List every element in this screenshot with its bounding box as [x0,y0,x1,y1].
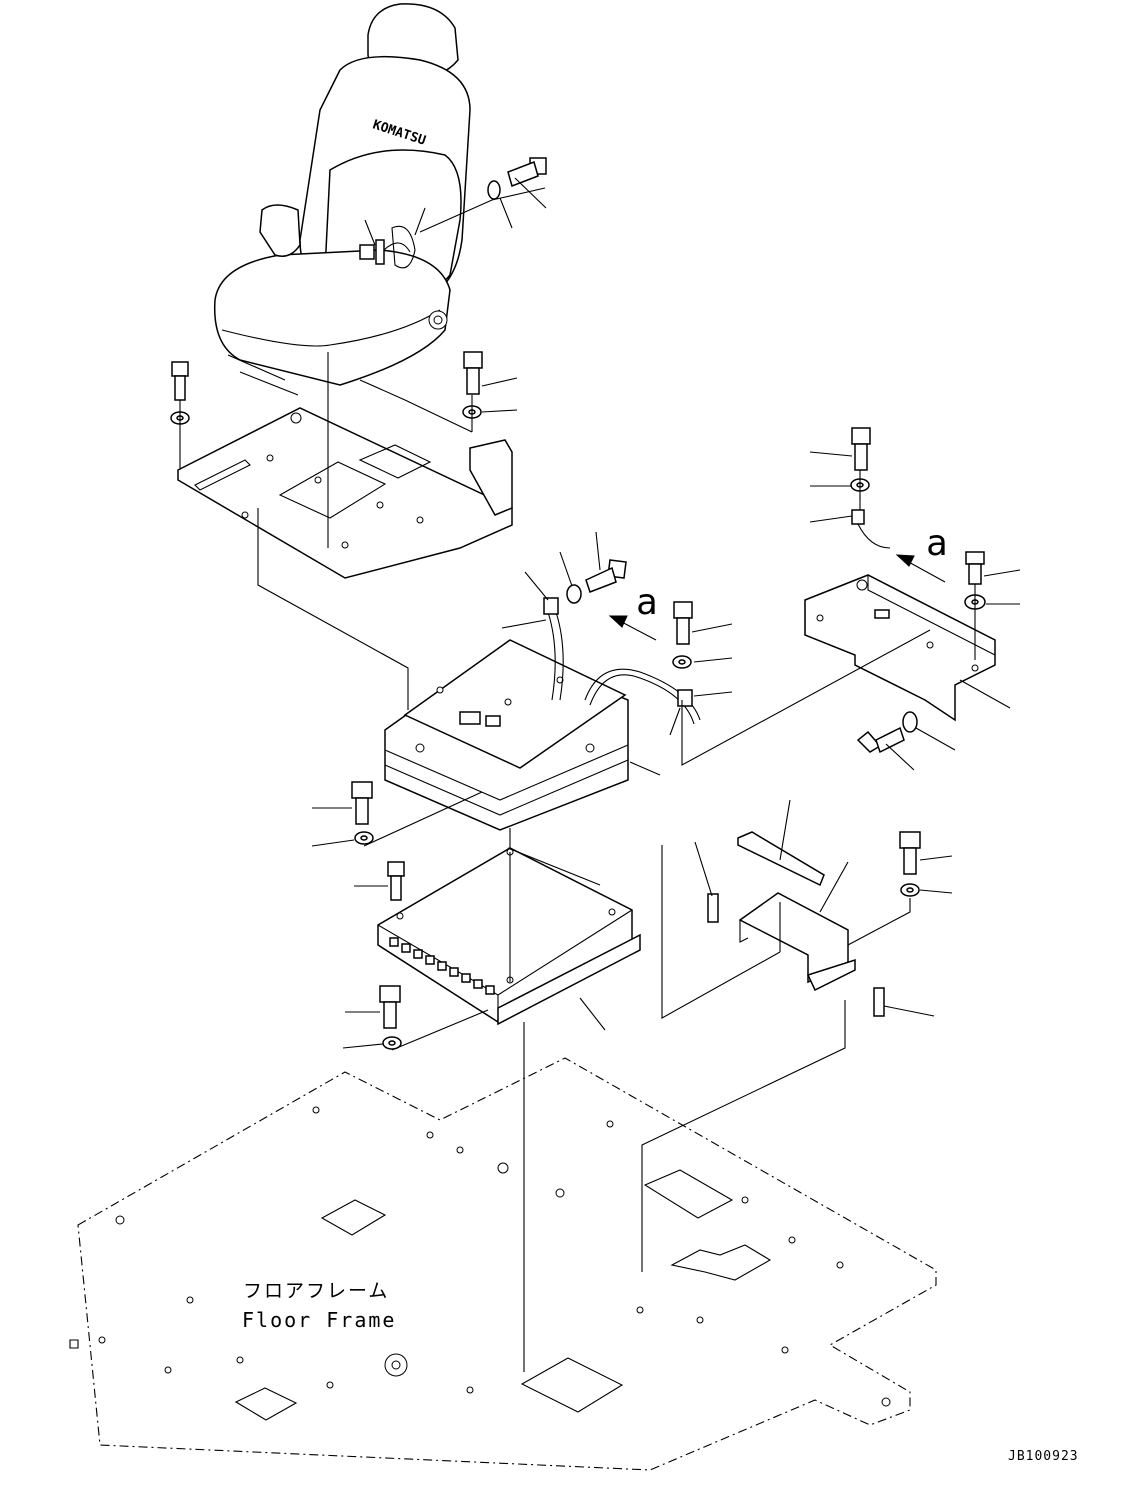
floor-frame-label-jp: フロアフレーム [243,1280,389,1302]
bolt [965,551,985,585]
operator-seat: KOMATSU [213,3,471,396]
view-arrow-a-right [895,554,946,583]
controller-box [377,847,641,1026]
bolt [899,831,921,875]
bolt [507,157,547,187]
drawing-code: JB100923 [1008,1449,1079,1464]
wire-harness [375,239,891,725]
bolts [171,157,985,1029]
assembly-lines [179,187,976,1372]
bolt [673,601,693,645]
view-marker-a: a [636,582,658,623]
view-arrow-a-middle [608,615,657,641]
mounting-channel [737,831,856,992]
right-bracket [804,574,996,722]
bolt [351,781,373,825]
floor-frame-label-en: Floor Frame [242,1308,396,1332]
seat-mount-plate [177,407,513,579]
bolt [387,861,405,901]
connector-row [389,937,495,995]
bolt [851,427,871,471]
bolt [856,726,905,754]
leader-lines [311,177,1021,1049]
seat-suspension [384,639,629,831]
pin [873,987,885,1017]
floor-frame [69,1057,937,1471]
pin [707,893,719,923]
bolt [463,351,483,395]
bolt [379,985,401,1029]
bolt [171,361,189,401]
view-marker-a: a [926,523,948,564]
bolt [585,559,627,593]
